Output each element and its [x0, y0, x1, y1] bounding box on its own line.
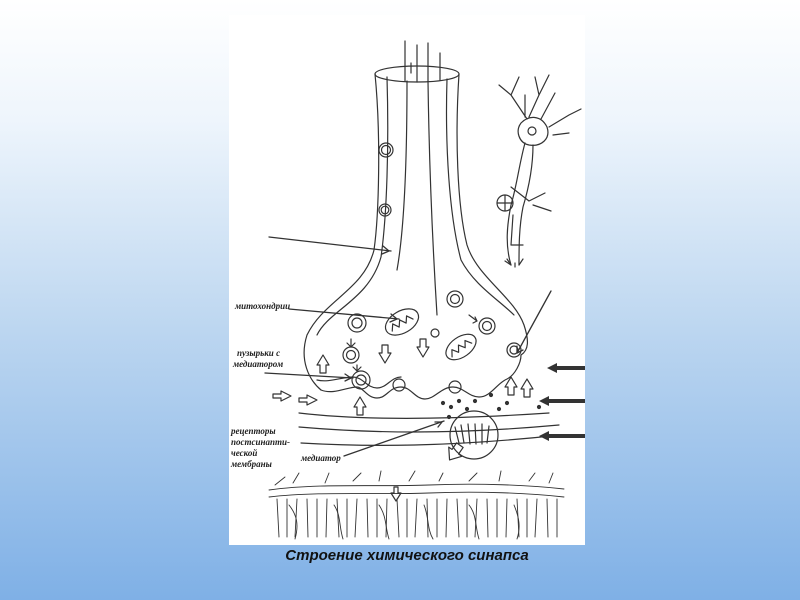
label-mitochondria: митохондрии	[235, 301, 291, 311]
hollow-arrows	[272, 338, 534, 502]
label-receptors-2: постсинапти-	[231, 437, 291, 447]
slide-caption: Строение химического синапса	[285, 547, 529, 564]
label-receptors-1: рецепторы	[231, 426, 276, 436]
synapse-diagram	[264, 40, 585, 540]
label-receptors-4: мембраны	[231, 459, 272, 469]
terminal-vesicles	[342, 290, 522, 394]
postsynaptic-tissue	[268, 470, 565, 540]
solid-arrows	[539, 363, 585, 441]
pointer-lines	[264, 236, 552, 457]
synapse-figure: митохондрии пузырьки с медиатором рецепт…	[229, 15, 585, 545]
axon	[303, 40, 528, 391]
label-vesicles-2: медиатором	[233, 359, 284, 369]
label-mediator: медиатор	[301, 453, 341, 463]
label-receptors-3: ческой	[231, 448, 258, 458]
label-vesicles-1: пузырьки с	[237, 348, 281, 358]
mitochondria	[384, 308, 477, 361]
axon-vesicles	[378, 142, 394, 217]
neuron-sketch	[496, 74, 582, 268]
